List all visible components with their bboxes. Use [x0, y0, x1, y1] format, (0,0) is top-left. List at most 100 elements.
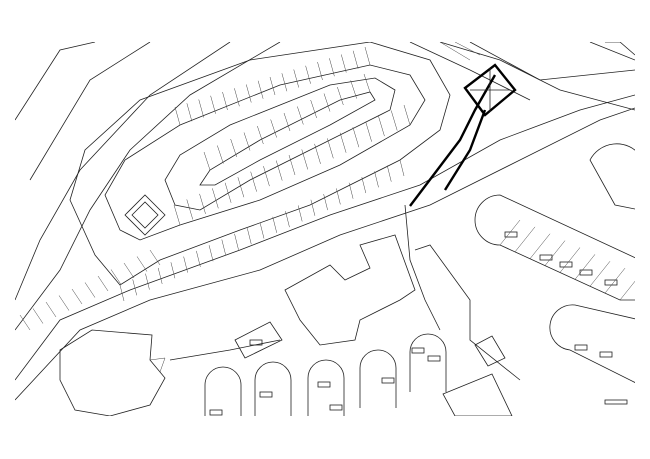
stall-line [183, 256, 188, 273]
stall-line [234, 233, 239, 250]
stall-line [212, 188, 219, 209]
stall-line [305, 65, 311, 84]
stall-line [365, 121, 372, 142]
parking-oval [409, 333, 447, 392]
small-structures [169, 204, 521, 381]
stall-line [196, 250, 201, 267]
stall-line [529, 233, 551, 259]
stall-line [174, 106, 181, 126]
parking-oval [307, 359, 345, 416]
stall-line [210, 95, 216, 114]
stall-line [352, 50, 359, 69]
stall-line [283, 112, 291, 132]
stall-line [336, 188, 341, 205]
parking-stalls [19, 46, 635, 331]
stall-line [119, 284, 125, 302]
stall-line [250, 171, 257, 192]
stall-line [269, 76, 276, 96]
road-edges [15, 42, 635, 401]
car [599, 351, 613, 358]
stall-line [110, 269, 122, 285]
parking-oval [204, 366, 242, 416]
parking-oval [359, 349, 397, 408]
parking-loop [69, 42, 451, 286]
stall-line [170, 262, 176, 279]
stall-line [198, 99, 204, 118]
car [559, 261, 573, 268]
building-left [59, 329, 166, 416]
stall-line [341, 54, 347, 73]
stall-line [323, 93, 331, 112]
stall-line [208, 245, 214, 262]
stall-line [364, 46, 371, 66]
stall-line [19, 314, 31, 331]
stall-line [310, 199, 316, 216]
car [209, 409, 223, 416]
stall-line [230, 138, 237, 158]
stall-line [544, 240, 566, 266]
stall-line [145, 273, 150, 290]
stall-line [275, 160, 283, 181]
stall-line [514, 226, 536, 253]
bridge-structure [409, 42, 517, 207]
stall-line [337, 86, 344, 106]
stall-line [257, 80, 264, 99]
stall-line [350, 80, 357, 99]
stall-line [71, 288, 83, 305]
building-bottom-right [442, 373, 513, 416]
car [317, 381, 331, 388]
stall-line [173, 204, 181, 226]
stall-line [281, 73, 288, 92]
stall-line [58, 295, 70, 311]
stall-line [403, 104, 411, 126]
stall-line [288, 154, 296, 176]
stall-line [604, 267, 626, 294]
car [539, 254, 553, 261]
stall-line [399, 159, 405, 177]
car [504, 231, 518, 238]
stall-line [246, 84, 252, 103]
stall-line [499, 219, 521, 246]
square-pad [124, 194, 166, 236]
stall-line [352, 127, 360, 148]
stall-line [387, 165, 392, 182]
stall-line [297, 106, 304, 125]
building-main [284, 234, 416, 346]
stall-line [217, 145, 224, 164]
stall-line [323, 194, 328, 211]
stall-line [272, 216, 277, 233]
stall-line [348, 182, 354, 199]
stall-line [132, 279, 137, 296]
stall-line [589, 261, 611, 287]
stall-line [390, 110, 398, 131]
stall-line [149, 249, 161, 266]
stall-line [234, 88, 240, 107]
stall-line [97, 275, 109, 292]
stall-line [329, 58, 335, 77]
stall-line [199, 193, 206, 214]
stall-line [327, 138, 334, 159]
stall-line [259, 222, 265, 239]
stall-line [221, 239, 227, 256]
stall-line [186, 199, 194, 220]
stall-line [293, 69, 299, 88]
car [249, 339, 263, 346]
car [427, 355, 441, 362]
parking-lot-right [474, 143, 635, 383]
stall-line [270, 119, 277, 138]
stall-line [123, 262, 135, 279]
stall-line [32, 308, 44, 324]
car [604, 279, 618, 286]
stall-line [361, 176, 367, 194]
stall-line [247, 228, 252, 245]
stall-line [297, 205, 303, 222]
stall-line [285, 211, 290, 228]
stall-line [378, 116, 385, 137]
car [381, 377, 395, 384]
parked-cars [209, 231, 618, 416]
stall-line [317, 61, 323, 81]
car [329, 404, 343, 411]
stall-line [237, 177, 245, 198]
stall-line [186, 103, 193, 122]
